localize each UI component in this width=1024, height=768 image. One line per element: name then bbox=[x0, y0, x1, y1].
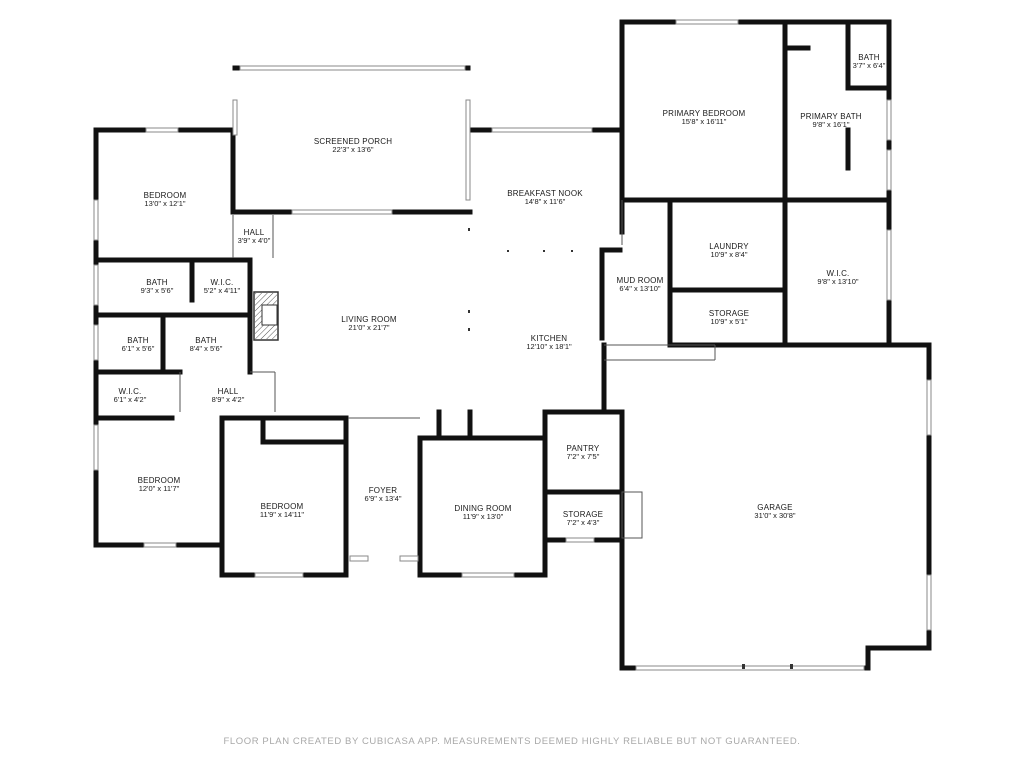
room-name: BREAKFAST NOOK bbox=[507, 189, 583, 199]
room-name: PANTRY bbox=[566, 444, 600, 454]
windows bbox=[93, 19, 932, 671]
room-dimensions: 21'0" x 21'7" bbox=[348, 323, 390, 333]
room-dimensions: 8'4" x 5'6" bbox=[189, 344, 223, 354]
room-name: BATH bbox=[127, 336, 149, 346]
room-dimensions: 13'0" x 12'1" bbox=[144, 199, 186, 209]
room-dimensions: 7'2" x 4'3" bbox=[566, 518, 600, 528]
fireplace-icon bbox=[253, 291, 279, 341]
room-dimensions: 10'9" x 5'1" bbox=[710, 317, 748, 327]
room-name: MUD ROOM bbox=[616, 276, 664, 286]
room-name: W.I.C. bbox=[118, 387, 142, 397]
room-name: PRIMARY BATH bbox=[800, 112, 862, 122]
room-name: BEDROOM bbox=[137, 476, 181, 486]
room-name: W.I.C. bbox=[210, 278, 234, 288]
room-dimensions: 9'8" x 13'10" bbox=[817, 277, 859, 287]
room-dimensions: 15'8" x 16'11" bbox=[681, 117, 727, 127]
room-name: LAUNDRY bbox=[709, 242, 749, 252]
room-name: LIVING ROOM bbox=[341, 315, 397, 325]
room-name: STORAGE bbox=[562, 510, 604, 520]
room-name: DINING ROOM bbox=[454, 504, 512, 514]
room-name: HALL bbox=[217, 387, 239, 397]
room-name: BATH bbox=[858, 53, 880, 63]
room-dimensions: 22'3" x 13'6" bbox=[332, 145, 374, 155]
room-name: SCREENED PORCH bbox=[313, 137, 393, 147]
room-dimensions: 12'0" x 11'7" bbox=[138, 484, 180, 494]
room-dimensions: 5'2" x 4'11" bbox=[203, 286, 241, 296]
room-name: W.I.C. bbox=[826, 269, 850, 279]
room-dimensions: 6'9" x 13'4" bbox=[364, 494, 402, 504]
room-name: PRIMARY BEDROOM bbox=[662, 109, 746, 119]
room-dimensions: 8'9" x 4'2" bbox=[211, 395, 245, 405]
room-name: BEDROOM bbox=[260, 502, 304, 512]
room-dimensions: 10'9" x 8'4" bbox=[710, 250, 748, 260]
room-dimensions: 7'2" x 7'5" bbox=[566, 452, 600, 462]
room-name: GARAGE bbox=[757, 503, 793, 513]
room-dimensions: 14'8" x 11'6" bbox=[524, 197, 566, 207]
room-name: STORAGE bbox=[708, 309, 750, 319]
room-name: FOYER bbox=[368, 486, 398, 496]
room-dimensions: 11'9" x 13'0" bbox=[462, 512, 504, 522]
room-dimensions: 11'9" x 14'11" bbox=[259, 510, 305, 520]
disclaimer-footer: FLOOR PLAN CREATED BY CUBICASA APP. MEAS… bbox=[223, 736, 801, 747]
room-name: KITCHEN bbox=[530, 334, 568, 344]
room-dimensions: 9'3" x 5'6" bbox=[140, 286, 174, 296]
room-wic-3: W.I.C.9'8" x 13'10" bbox=[817, 269, 858, 287]
room-dimensions: 6'4" x 13'10" bbox=[619, 284, 661, 294]
room-dimensions: 6'1" x 5'6" bbox=[121, 344, 155, 354]
door-markers bbox=[468, 228, 793, 669]
room-wic-1: W.I.C.5'2" x 4'11" bbox=[204, 278, 240, 296]
room-dimensions: 6'1" x 4'2" bbox=[113, 395, 147, 405]
room-name: BATH bbox=[195, 336, 217, 346]
room-dimensions: 9'8" x 16'1" bbox=[812, 120, 850, 130]
room-wic-2: W.I.C.6'1" x 4'2" bbox=[114, 387, 147, 405]
room-name: HALL bbox=[243, 228, 265, 238]
room-dimensions: 31'0" x 30'8" bbox=[754, 511, 796, 521]
room-dimensions: 3'9" x 4'0" bbox=[237, 236, 271, 246]
room-dimensions: 12'10" x 18'1" bbox=[526, 342, 572, 352]
thin-lines bbox=[179, 200, 716, 539]
room-name: BEDROOM bbox=[143, 191, 187, 201]
room-name: BATH bbox=[146, 278, 168, 288]
room-dimensions: 3'7" x 6'4" bbox=[852, 61, 886, 71]
